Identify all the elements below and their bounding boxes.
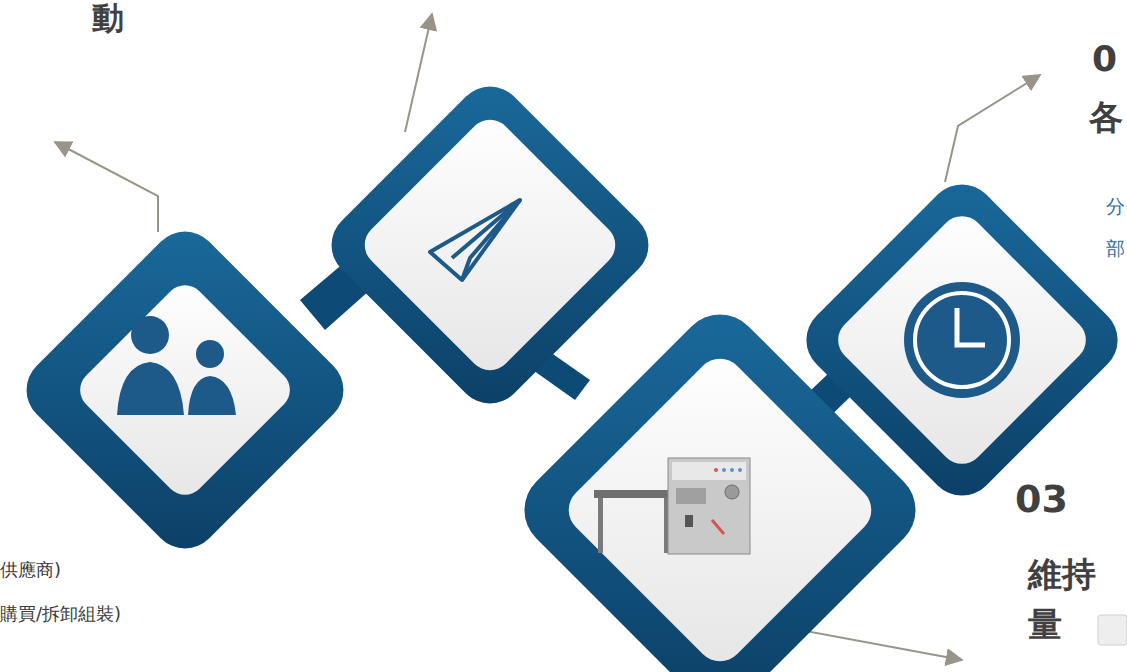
machine-panel xyxy=(672,462,746,480)
icon-diamond xyxy=(12,217,357,562)
person-head xyxy=(131,316,169,354)
diamond-inner xyxy=(72,277,298,503)
person-head xyxy=(196,340,224,368)
plane-fold xyxy=(452,200,520,258)
icon-diamond xyxy=(317,72,662,417)
person-body xyxy=(117,362,184,415)
icon-diamond xyxy=(508,298,932,672)
clock-ring xyxy=(915,293,1009,387)
diamond-frame xyxy=(508,298,932,672)
diamond-inner xyxy=(829,207,1095,473)
machine-switch xyxy=(685,515,693,527)
conveyor xyxy=(594,490,674,498)
section-number: 03 xyxy=(1015,478,1068,522)
section-heading: 維持 xyxy=(1028,555,1096,594)
indicator xyxy=(730,468,734,472)
indicator xyxy=(722,468,726,472)
diamond-inner xyxy=(559,349,881,671)
person-body xyxy=(188,376,236,415)
body-text: 部 xyxy=(1106,238,1125,260)
machine-lever xyxy=(712,520,724,534)
indicator xyxy=(714,468,718,472)
leader-line xyxy=(945,75,1040,182)
diamond-frame xyxy=(317,72,662,417)
machine-wheel xyxy=(725,485,739,499)
diamond-frame xyxy=(12,217,357,562)
section-heading: 量 xyxy=(1028,605,1062,644)
leader-line xyxy=(405,14,432,132)
machine-part xyxy=(676,488,706,504)
section-number: 0 xyxy=(1092,38,1117,79)
diamond-inner xyxy=(356,111,625,380)
paper-plane-icon xyxy=(430,200,520,280)
machine-icon xyxy=(594,458,750,554)
people-icon xyxy=(117,316,236,415)
list-item: 購買/拆卸組裝) xyxy=(0,604,121,625)
plane-outline xyxy=(430,200,520,280)
conveyor-leg xyxy=(598,498,603,553)
machine-body xyxy=(668,458,750,554)
leader-line xyxy=(55,142,158,232)
indicator xyxy=(738,468,742,472)
list-item: 供應商) xyxy=(0,560,61,581)
section-heading: 動 xyxy=(92,0,124,37)
clock-face xyxy=(904,282,1020,398)
section-heading: 各 xyxy=(1089,98,1123,137)
clock-icon xyxy=(904,282,1020,398)
cropped-box xyxy=(1098,615,1127,645)
body-text: 分 xyxy=(1106,196,1125,218)
clock-hands xyxy=(957,308,985,345)
